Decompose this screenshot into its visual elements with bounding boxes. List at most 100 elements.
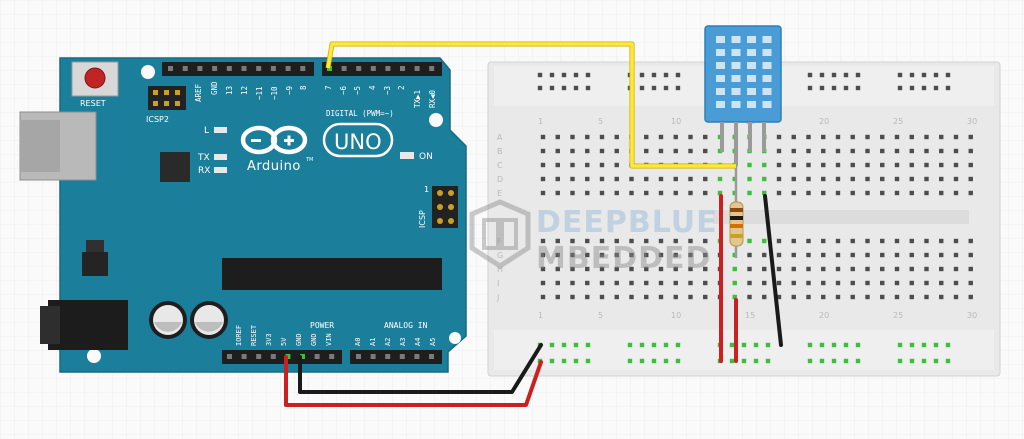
- breadboard-hole: [776, 252, 782, 258]
- rail-hole: [675, 342, 681, 348]
- col-number: 20: [819, 117, 829, 126]
- power-rail-bottom: [494, 330, 994, 370]
- rail-hole: [561, 72, 567, 78]
- breadboard-hole: [555, 266, 560, 272]
- rail-hole: [897, 342, 903, 348]
- icsp-pins: [437, 190, 454, 224]
- breadboard-hole: [747, 280, 752, 286]
- breadboard-hole: [939, 266, 944, 272]
- breadboard-hole: [658, 294, 664, 300]
- rail-hole: [537, 72, 543, 78]
- header-pin: [370, 66, 376, 71]
- breadboard-hole: [703, 238, 708, 244]
- board-pcb: [59, 57, 467, 373]
- rail-hole: [585, 358, 591, 364]
- rail-hole: [639, 72, 645, 78]
- rail-hole: [585, 342, 591, 348]
- breadboard-hole: [570, 252, 575, 258]
- header-pin: [429, 354, 434, 359]
- breadboard-hole: [732, 266, 737, 272]
- breadboard-hole: [880, 176, 885, 182]
- header-pin: [227, 354, 232, 359]
- breadboard-hole: [791, 176, 796, 182]
- sensor-pins: [720, 122, 766, 166]
- breadboard-hole: [540, 238, 546, 244]
- rail-hole: [945, 72, 951, 78]
- breadboard-hole: [806, 252, 811, 258]
- sensor-vent: [716, 88, 725, 95]
- breadboard-hole: [791, 252, 796, 258]
- breadboard-hole: [747, 176, 752, 182]
- breadboard-hole: [540, 190, 546, 196]
- pin-label: VIN: [325, 333, 333, 346]
- breadboard-hole: [865, 190, 870, 196]
- gnd-wire-black-main: [298, 343, 543, 394]
- rail-hole: [663, 358, 669, 364]
- pin-label: IOREF: [235, 325, 243, 346]
- pin-label: A1: [369, 338, 377, 346]
- breadboard-hole: [865, 176, 870, 182]
- breadboard-hole: [673, 238, 678, 244]
- pin-label: ~3: [383, 86, 392, 95]
- row-label: E: [497, 189, 502, 198]
- rail-hole: [651, 342, 657, 348]
- breadboard-hole: [703, 148, 708, 154]
- breadboard-hole: [953, 280, 959, 286]
- breadboard-hole: [762, 280, 767, 286]
- pin-label: A2: [384, 338, 392, 346]
- breadboard-hole: [776, 148, 782, 154]
- breadboard-hole: [835, 280, 841, 286]
- breadboard-hole: [821, 238, 826, 244]
- breadboard-hole: [747, 266, 752, 272]
- row-labels-top: A B C D E: [497, 133, 503, 198]
- breadboard-hole: [968, 280, 973, 286]
- rail-hole: [831, 85, 837, 91]
- breadboard-hole: [703, 294, 708, 300]
- rail-hole: [651, 358, 657, 364]
- breadboard-hole: [570, 148, 575, 154]
- breadboard-hole: [629, 294, 634, 300]
- sensor-vent: [762, 101, 772, 108]
- header-pin: [385, 66, 391, 71]
- header-pin: [182, 66, 188, 71]
- rail-hole: [933, 72, 939, 78]
- breadboard-hole: [880, 294, 885, 300]
- breadboard-hole: [673, 148, 678, 154]
- breadboard-hole: [540, 162, 546, 168]
- breadboard-hole: [968, 190, 973, 196]
- row-labels-bottom: F G H I J: [496, 237, 503, 302]
- breadboard-hole: [555, 238, 560, 244]
- breadboard-hole: [924, 134, 929, 140]
- breadboard-hole: [555, 162, 560, 168]
- rail-hole: [909, 342, 915, 348]
- breadboard-hole: [599, 252, 605, 258]
- header-pin: [270, 354, 276, 359]
- breadboard-hole: [894, 176, 900, 182]
- watermark-line2: MBEDDED: [536, 241, 711, 276]
- header-pin: [285, 66, 291, 71]
- breadboard-hole: [880, 190, 885, 196]
- rail-hole: [639, 358, 645, 364]
- voltage-regulator: [82, 252, 108, 276]
- breadboard-hole: [762, 266, 767, 272]
- header-pin: [226, 66, 232, 71]
- rail-hole: [843, 72, 849, 78]
- led-l: [214, 127, 227, 133]
- breadboard-hole: [776, 162, 782, 168]
- pin-label: ~5: [353, 86, 362, 95]
- rail-hole: [675, 358, 681, 364]
- sensor-vent: [731, 88, 741, 95]
- breadboard-hole: [658, 134, 664, 140]
- breadboard-hole: [644, 134, 649, 140]
- center-channel: [713, 210, 969, 224]
- breadboard-hole: [791, 162, 796, 168]
- rail-hole: [807, 342, 813, 348]
- col-number: 25: [893, 117, 903, 126]
- pin-label: A0: [354, 338, 362, 346]
- breadboard-hole: [540, 176, 546, 182]
- sensor-vent: [762, 36, 772, 43]
- breadboard-hole: [894, 148, 900, 154]
- header-right: [322, 62, 442, 76]
- rail-hole: [573, 85, 579, 91]
- breadboard-hole: [776, 134, 782, 140]
